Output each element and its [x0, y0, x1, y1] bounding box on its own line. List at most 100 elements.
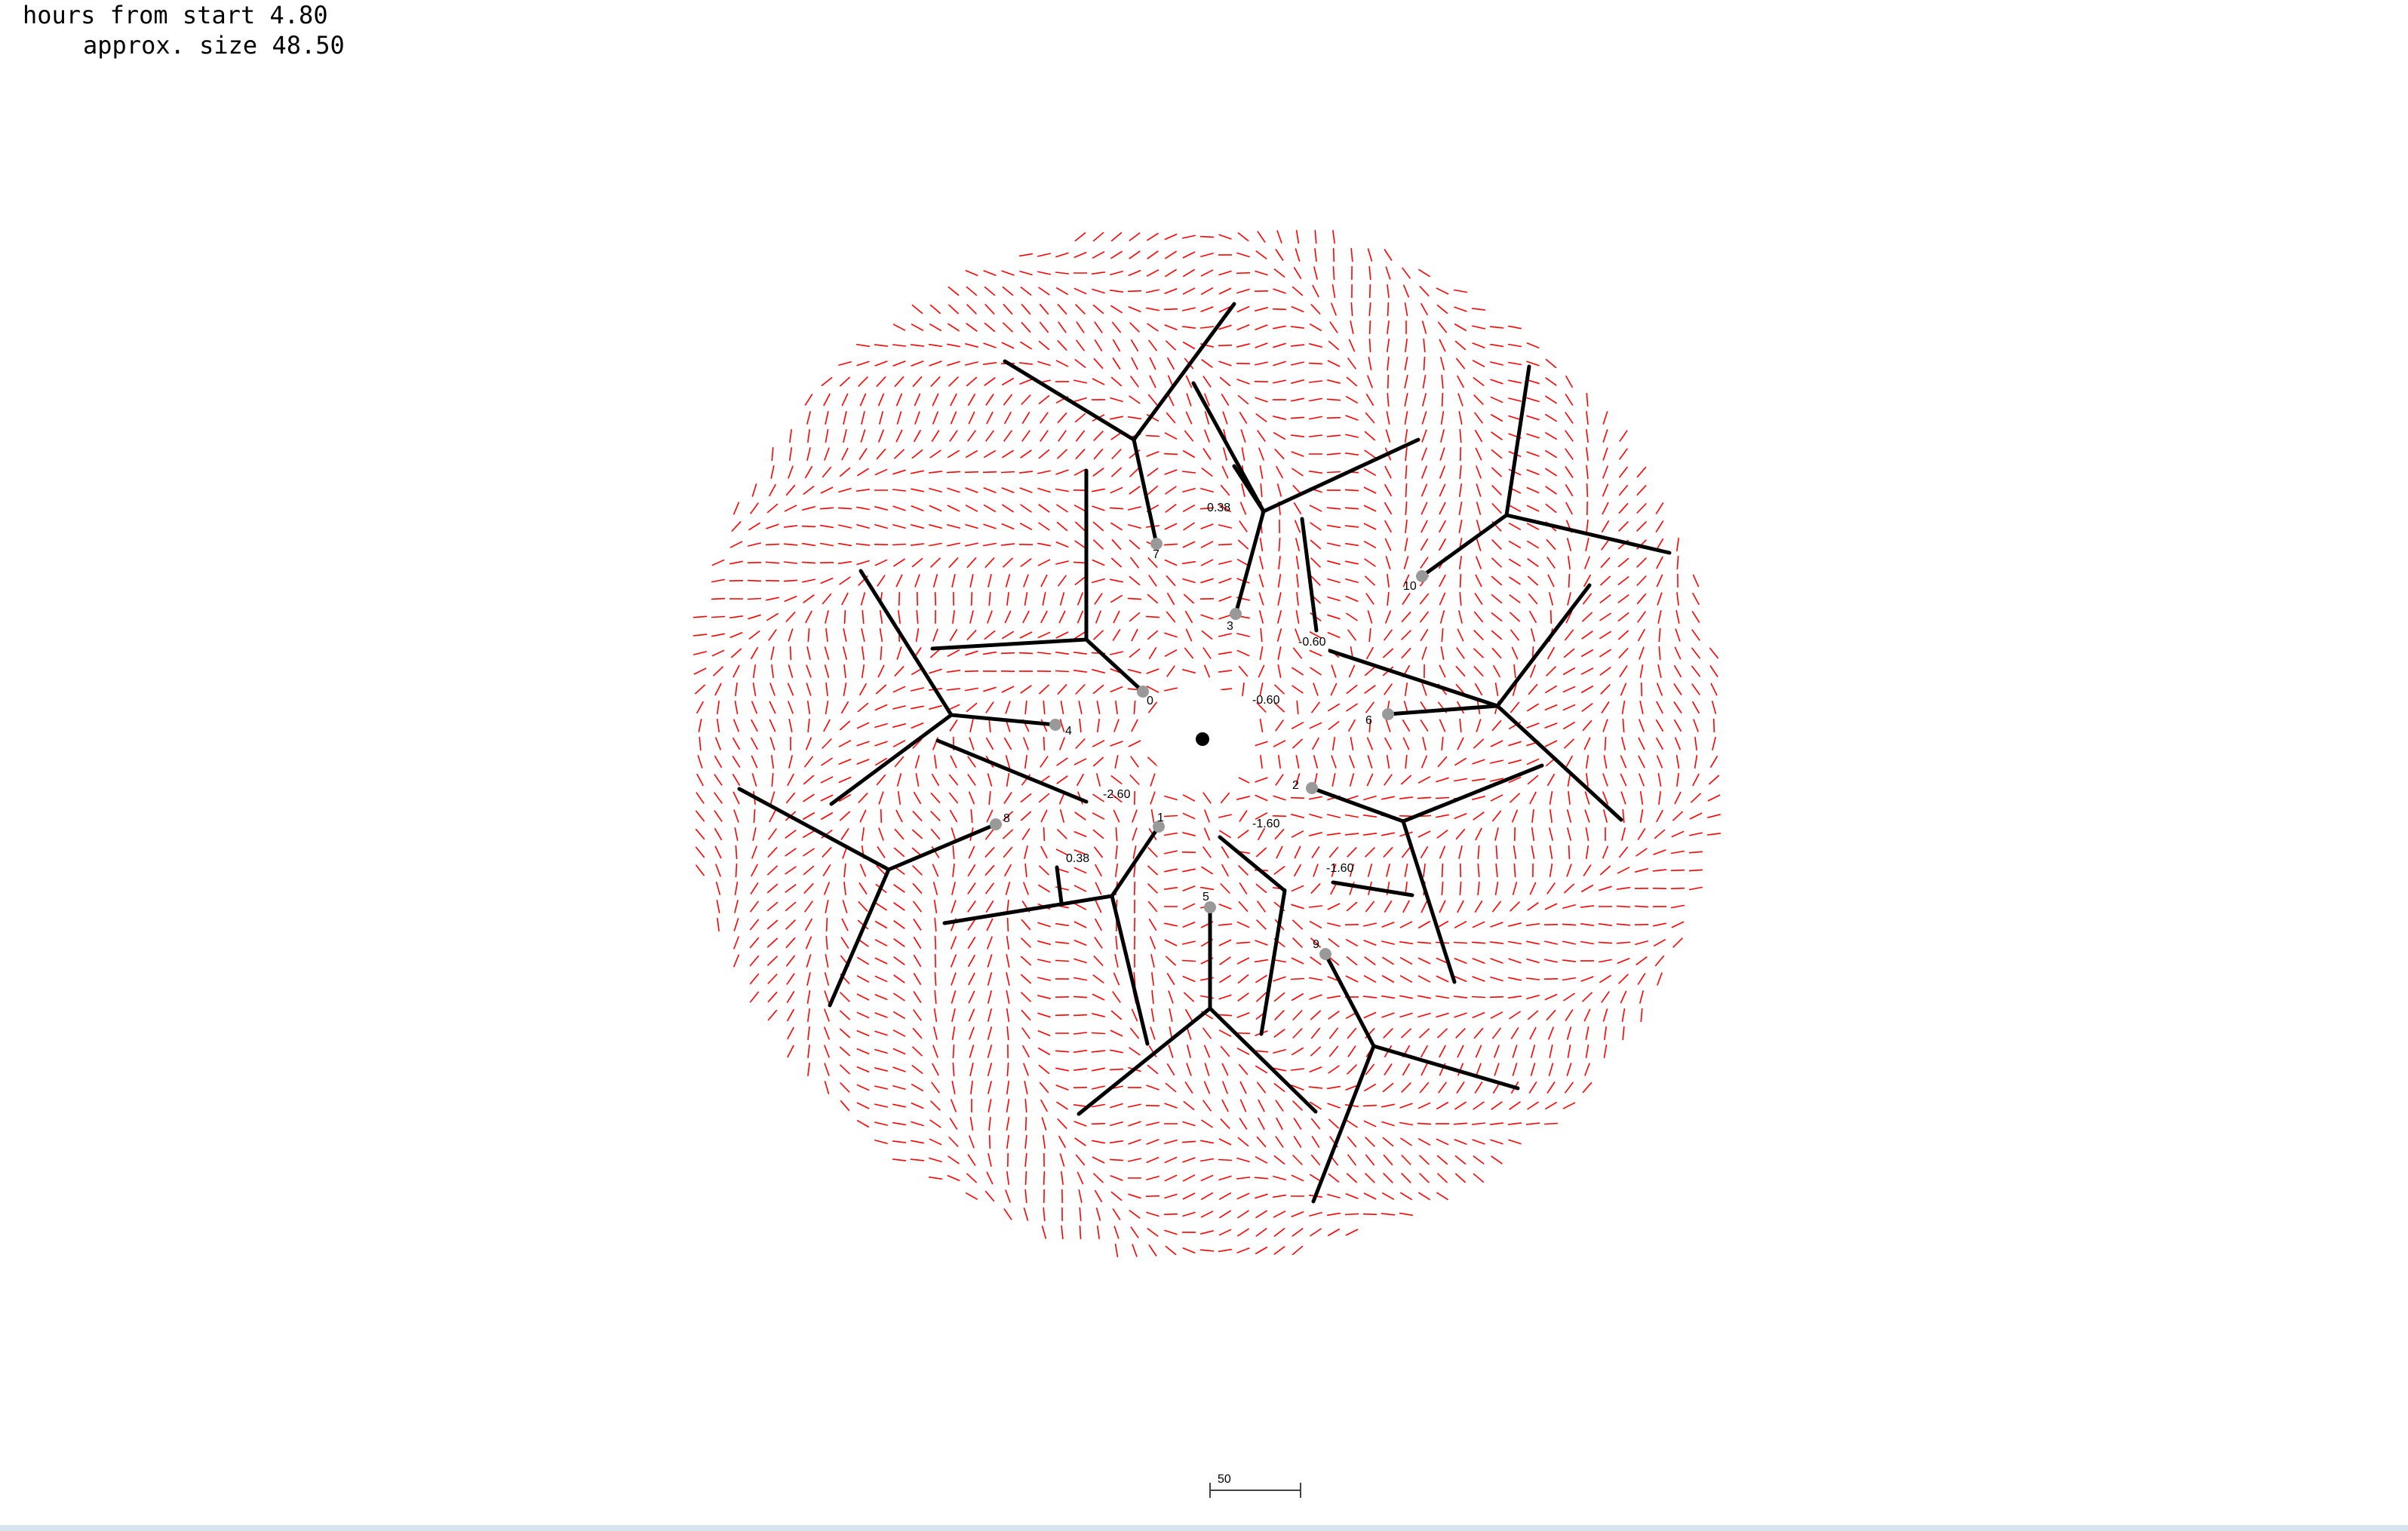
flow-arrow — [1073, 251, 1087, 259]
flow-arrow — [856, 741, 870, 747]
flow-arrow — [1275, 249, 1284, 261]
flow-arrow — [1620, 683, 1627, 696]
flow-arrow — [950, 411, 957, 425]
flow-arrow — [789, 429, 792, 443]
flow-arrow — [837, 542, 852, 547]
flow-arrow — [806, 954, 812, 968]
flow-arrow — [896, 773, 902, 787]
flow-arrow — [1260, 627, 1263, 643]
flow-arrow — [1346, 612, 1358, 621]
flow-arrow — [987, 773, 993, 787]
flow-arrow — [1476, 719, 1482, 732]
flow-arrow — [855, 343, 871, 348]
flow-arrow — [839, 467, 851, 477]
flow-arrow — [1055, 941, 1070, 944]
flow-arrow — [1092, 740, 1105, 747]
flow-arrow — [1367, 248, 1373, 262]
flow-arrow — [840, 701, 849, 714]
flow-arrow — [1057, 303, 1067, 315]
flow-arrow — [1115, 845, 1118, 860]
flow-arrow — [1620, 773, 1627, 787]
flow-arrow — [982, 651, 997, 655]
flow-arrow — [1344, 489, 1359, 492]
flow-arrow — [1221, 393, 1230, 407]
flow-arrow — [1472, 359, 1485, 368]
flow-arrow — [1405, 446, 1408, 462]
flow-arrow — [965, 269, 978, 277]
flow-arrow — [1057, 1118, 1067, 1130]
flow-arrow — [841, 447, 849, 461]
flow-arrow — [1148, 575, 1157, 587]
flow-arrow — [934, 754, 937, 769]
flow-arrow — [771, 754, 774, 769]
flow-arrow — [1132, 1244, 1138, 1257]
flow-arrow — [1239, 411, 1248, 425]
flow-arrow — [1525, 923, 1540, 926]
flow-arrow — [1368, 265, 1371, 281]
flow-arrow — [1691, 629, 1700, 641]
flow-arrow — [1218, 560, 1232, 565]
flow-arrow — [874, 559, 888, 566]
flow-arrow — [1365, 1137, 1375, 1147]
flow-arrow — [803, 594, 815, 603]
flow-arrow — [1131, 1008, 1138, 1022]
flow-arrow — [1291, 885, 1304, 892]
flow-arrow — [1255, 883, 1267, 894]
flow-arrow — [1568, 573, 1571, 588]
flow-arrow — [1079, 718, 1082, 733]
flow-arrow — [967, 774, 976, 786]
flow-arrow — [1583, 864, 1592, 876]
flow-arrow — [1293, 1117, 1302, 1131]
flow-arrow — [1364, 431, 1376, 441]
flow-arrow — [1387, 574, 1390, 588]
flow-arrow — [1043, 700, 1046, 715]
flow-arrow — [874, 1030, 888, 1036]
flow-arrow — [1021, 321, 1031, 333]
flow-arrow — [1163, 815, 1178, 818]
flow-arrow — [1530, 1063, 1536, 1076]
branch-segment — [1310, 786, 1405, 824]
flow-arrow — [1273, 865, 1285, 876]
flow-arrow — [1110, 376, 1123, 387]
flow-arrow — [1435, 995, 1450, 999]
flow-arrow — [1344, 453, 1359, 456]
flow-arrow — [1055, 848, 1069, 856]
flow-arrow — [1167, 393, 1175, 407]
flow-arrow — [1490, 778, 1503, 782]
flow-arrow — [1273, 1245, 1285, 1256]
flow-arrow — [785, 829, 797, 839]
flow-arrow — [803, 756, 814, 768]
flow-arrow — [874, 957, 888, 965]
flow-arrow — [1274, 1010, 1285, 1020]
branch-segment — [1110, 824, 1161, 898]
flow-arrow — [1290, 344, 1305, 347]
flow-arrow — [1636, 593, 1647, 605]
flow-arrow — [984, 846, 995, 858]
flow-arrow — [1417, 957, 1431, 965]
flow-arrow — [1095, 1207, 1101, 1221]
flow-arrow — [1255, 1065, 1268, 1074]
flow-arrow — [1056, 449, 1068, 459]
flow-arrow — [802, 505, 815, 511]
flow-arrow — [911, 1064, 923, 1075]
flow-arrow — [1114, 863, 1119, 878]
flow-arrow — [766, 956, 779, 966]
flow-arrow — [877, 575, 886, 587]
flow-arrow — [1276, 845, 1283, 859]
flow-arrow — [1164, 850, 1178, 854]
flow-arrow — [1276, 230, 1282, 244]
flow-arrow — [952, 845, 955, 860]
flow-arrow — [843, 628, 847, 642]
flow-arrow — [1328, 846, 1339, 858]
flow-arrow — [734, 700, 739, 715]
flow-arrow — [1672, 937, 1683, 948]
flow-arrow — [1021, 303, 1031, 315]
flow-arrow — [911, 543, 924, 546]
flow-arrow — [693, 634, 708, 637]
flow-arrow — [1218, 305, 1232, 313]
flow-arrow — [1055, 488, 1070, 492]
flow-arrow — [1654, 829, 1666, 839]
flow-arrow — [1491, 719, 1502, 732]
flow-arrow — [1237, 1137, 1249, 1147]
flow-arrow — [965, 1192, 978, 1201]
